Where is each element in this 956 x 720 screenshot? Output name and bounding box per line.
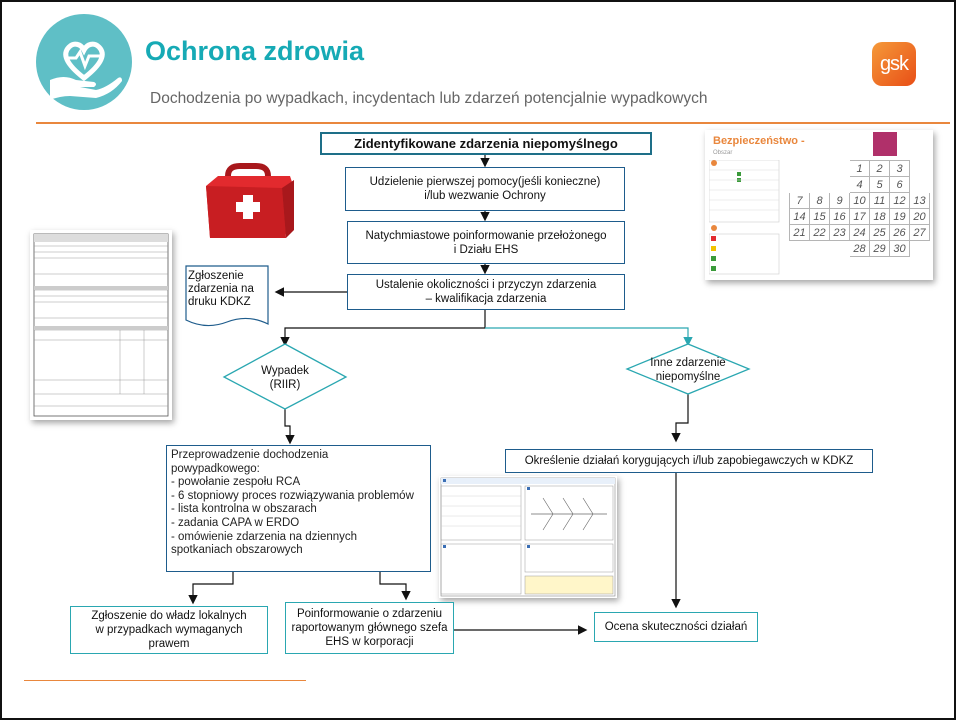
first-aid-kit-icon [198,160,298,246]
decision-accident-text: Wypadek (RIIR) [235,364,335,392]
report-line-1: Zgłoszenie do władz lokalnych [91,610,247,622]
calendar-day-cell: 23 [829,224,850,241]
corrective-actions-label: Określenie działań korygujących i/lub za… [524,455,854,467]
calendar-day-cell: 10 [849,192,870,209]
kdkz-document-text: Zgłoszenie zdarzenia na druku KDKZ [188,270,268,309]
calendar-title: Bezpieczeństwo - [713,135,805,147]
kdkz-form-image [30,230,172,420]
investigation-line: - omówienie zdarzenia na dziennych [171,530,358,543]
page-title: Ochrona zdrowia [145,36,365,66]
decision-other-text: Inne zdarzenie niepomyślne [638,356,738,384]
accident-line-2: (RIIR) [269,379,301,391]
circumstances-line-1: Ustalenie okoliczności i przyczyn zdarze… [375,279,597,291]
calendar-day-cell: 29 [869,240,890,257]
calendar-day-cell: 30 [889,240,910,257]
notify-line-2: i Działu EHS [453,243,519,256]
header-divider [36,122,950,124]
calendar-day-cell: 18 [869,208,890,225]
inform-line-3: EHS w korporacji [325,636,414,648]
footer-divider [24,680,306,681]
accident-line-1: Wypadek [261,365,309,377]
kdkz-line-2: zdarzenia na [188,283,254,295]
inform-line-2: raportowanym głównego szefa [291,622,448,634]
kdkz-line-1: Zgłoszenie [188,270,244,282]
report-line-2: w przypadkach wymaganych [95,624,243,636]
inform-line-1: Poinformowanie o zdarzeniu [296,608,443,620]
notify-line-1: Natychmiastowe poinformowanie przełożone… [365,229,607,242]
identified-event-label: Zidentyfikowane zdarzenia niepomyślnego [354,135,618,151]
gsk-logo: gsk [872,42,916,86]
first-aid-box: Udzielenie pierwszej pomocy(jeśli koniec… [345,167,625,211]
corrective-actions-box: Określenie działań korygujących i/lub za… [505,449,873,473]
evaluation-label: Ocena skuteczności działań [604,621,748,633]
notify-supervisor-box: Natychmiastowe poinformowanie przełożone… [347,221,625,264]
report-line-3: prawem [148,638,190,650]
investigation-line: - 6 stopniowy proces rozwiązywania probl… [171,489,414,502]
identified-event-box: Zidentyfikowane zdarzenia niepomyślnego [320,132,652,155]
investigation-line: Przeprowadzenie dochodzenia [171,449,329,461]
investigation-line: spotkaniach obszarowych [171,544,303,557]
other-line-1: Inne zdarzenie [650,357,726,369]
circumstances-box: Ustalenie okoliczności i przyczyn zdarze… [347,274,625,310]
first-aid-line-1: Udzielenie pierwszej pomocy(jeśli koniec… [369,176,601,188]
circumstances-line-2: – kwalifikacja zdarzenia [425,293,547,305]
investigation-line: - lista kontrolna w obszarach [171,503,317,516]
calendar-day-cell: 27 [909,224,930,241]
investigation-line: powypadkowego: [171,462,260,475]
kdkz-document-shape [185,265,269,327]
calendar-emblem [873,132,897,156]
decision-accident-shape [222,343,348,410]
calendar-subtitle: Obszar [713,150,733,156]
investigation-box: Przeprowadzenie dochodzenia powypadkoweg… [166,445,431,572]
investigation-line: - zadania CAPA w ERDO [171,516,300,529]
decision-other-shape [625,343,751,395]
first-aid-line-2: i/lub wezwanie Ochrony [424,190,546,202]
calendar-day-cell: 17 [849,208,870,225]
evaluation-box: Ocena skuteczności działań [594,612,758,642]
fishbone-form-image [439,476,617,598]
calendar-day-cell: 15 [809,208,830,225]
report-authorities-box: Zgłoszenie do władz lokalnych w przypadk… [70,606,268,654]
calendar-sidebar [709,160,780,275]
other-line-2: niepomyślne [655,371,721,383]
inform-ehs-box: Poinformowanie o zdarzeniu raportowanym … [285,602,454,654]
health-hand-icon [36,14,132,110]
investigation-line: - powołanie zespołu RCA [171,476,301,489]
kdkz-line-3: druku KDKZ [188,296,251,308]
page-subtitle: Dochodzenia po wypadkach, incydentach lu… [150,90,708,107]
